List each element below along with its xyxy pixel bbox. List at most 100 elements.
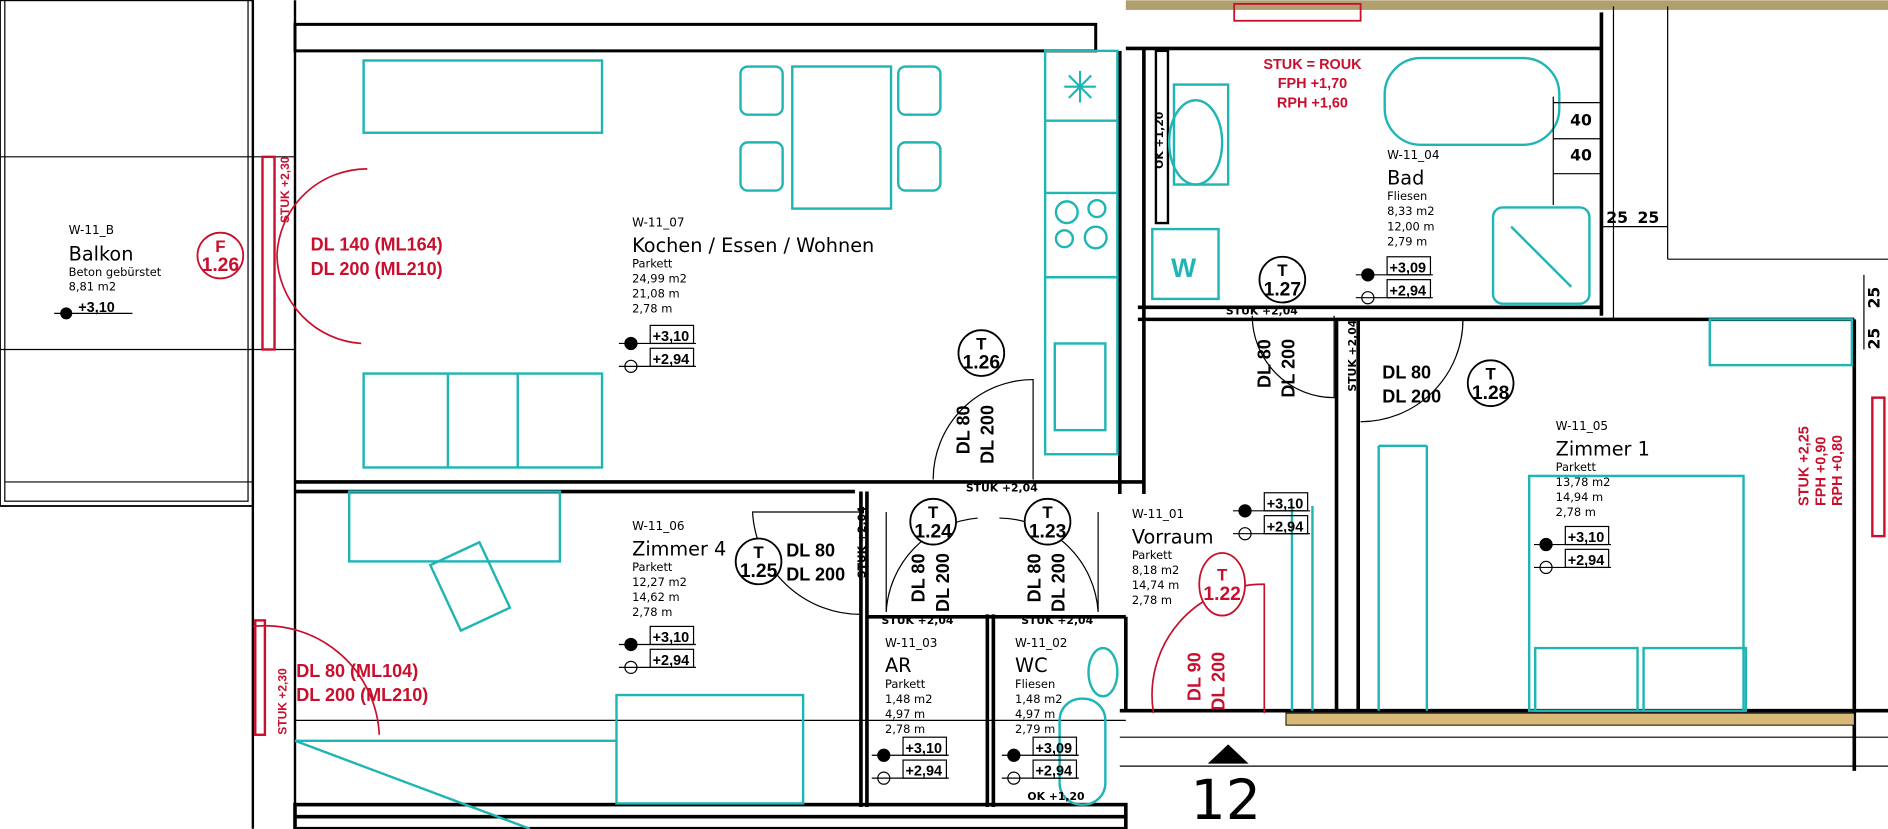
washing-machine bbox=[1151, 227, 1220, 301]
section-arrow-icon bbox=[1207, 744, 1249, 764]
room-id: W-11_07 bbox=[632, 216, 684, 230]
plan-label: DL 200 bbox=[977, 405, 997, 464]
plan-label: Beton gebürstet bbox=[69, 265, 162, 279]
plan-label: DL 80 bbox=[1024, 554, 1044, 603]
plan-label: 12 bbox=[1191, 769, 1261, 829]
level-value: +2,94 bbox=[1036, 764, 1073, 780]
door-swings bbox=[252, 168, 1464, 735]
window-zimmer4-height: DL 200 (ML210) bbox=[296, 685, 428, 705]
plan-label: DL 200 bbox=[1278, 339, 1298, 398]
plan-label: OK +1,20 bbox=[1153, 111, 1166, 169]
level-value: +2,94 bbox=[1568, 553, 1605, 569]
room-perimeter: 14,74 m bbox=[1132, 578, 1179, 592]
room-id: W-11_01 bbox=[1132, 507, 1184, 521]
room-area: 1,48 m2 bbox=[1015, 692, 1062, 706]
room-name: Zimmer 4 bbox=[632, 537, 726, 560]
plan-label: STUK +2,04 bbox=[1346, 319, 1359, 391]
stuk-labels: STUK +2,04 STUK +2,04 STUK +2,04 STUK +2… bbox=[856, 111, 1359, 803]
plan-label: DL 200 bbox=[786, 565, 845, 585]
room-height: 2,78 m bbox=[632, 302, 672, 316]
plan-label: STUK +2,04 bbox=[1226, 305, 1298, 318]
room-floor: Fliesen bbox=[1015, 677, 1055, 691]
room-id: W-11_06 bbox=[632, 519, 684, 533]
room-perimeter: 4,97 m bbox=[885, 707, 925, 721]
plan-label: 25 bbox=[1606, 208, 1628, 227]
insulation-strip bbox=[1285, 712, 1855, 726]
room-perimeter: 14,62 m bbox=[632, 590, 679, 604]
plan-label: 8,81 m2 bbox=[69, 279, 116, 293]
plan-label: STUK +2,04 bbox=[856, 506, 869, 578]
balcony bbox=[0, 0, 295, 507]
room-floor: Parkett bbox=[885, 677, 926, 691]
extractor-icon: ✳ bbox=[1062, 64, 1098, 114]
bathtub bbox=[1383, 56, 1561, 146]
level-value: +2,94 bbox=[1390, 283, 1427, 299]
room-name: Zimmer 1 bbox=[1556, 437, 1650, 460]
plan-label: FPH +1,70 bbox=[1278, 76, 1347, 92]
level-value: +3,10 bbox=[1568, 530, 1605, 546]
room-label-balkon: W-11_B Balkon Beton gebürstet 8,81 m2 +3… bbox=[54, 223, 162, 320]
room-floor: Fliesen bbox=[1387, 189, 1427, 203]
plan-label: F bbox=[215, 237, 225, 256]
plan-label: DL 200 bbox=[1209, 652, 1229, 711]
furniture: ✳ W bbox=[294, 49, 1854, 829]
plan-label: 25 bbox=[1865, 328, 1884, 350]
plan-label: +3,10 bbox=[78, 300, 115, 316]
plan-label: W-11_B bbox=[69, 223, 114, 237]
level-value: +3,09 bbox=[1036, 741, 1073, 757]
room-name: Kochen / Essen / Wohnen bbox=[632, 234, 874, 257]
plan-label: STUK +2,30 bbox=[276, 668, 290, 735]
plan-label: T bbox=[753, 543, 764, 562]
plan-label: DL 80 bbox=[786, 541, 835, 561]
room-height: 2,79 m bbox=[1387, 234, 1427, 248]
room-area: 8,18 m2 bbox=[1132, 563, 1179, 577]
plan-label: 1.26 bbox=[963, 353, 1001, 374]
plan-label: DL 90 bbox=[1184, 652, 1204, 701]
level-value: +2,94 bbox=[653, 653, 690, 669]
section-marker: 12 bbox=[1191, 744, 1261, 829]
room-name: AR bbox=[885, 654, 912, 677]
room-name: Bad bbox=[1387, 167, 1424, 190]
plan-label: T bbox=[976, 334, 987, 353]
plan-label: 1.22 bbox=[1203, 584, 1240, 605]
plan-label: T bbox=[928, 503, 939, 522]
level-value: +2,94 bbox=[905, 764, 942, 780]
washing-machine-label: W bbox=[1171, 253, 1196, 283]
level-value: +3,09 bbox=[1390, 260, 1427, 276]
plan-label: STUK +2,25 bbox=[1797, 426, 1813, 506]
shower bbox=[1491, 206, 1591, 305]
plan-label: RPH +1,60 bbox=[1277, 95, 1348, 111]
room-height: 2,78 m bbox=[632, 605, 672, 619]
plan-label: T bbox=[1486, 365, 1497, 384]
window-zimmer4 bbox=[254, 619, 267, 736]
room-height: 2,78 m bbox=[885, 722, 925, 736]
window-bad bbox=[1233, 3, 1362, 22]
plan-label: T bbox=[1042, 503, 1053, 522]
plan-label: DL 200 bbox=[1048, 553, 1068, 612]
room-id: W-11_05 bbox=[1556, 419, 1608, 433]
plan-label: STUK +2,30 bbox=[278, 156, 292, 223]
level-value: +3,10 bbox=[653, 329, 690, 345]
level-value: +3,10 bbox=[1267, 496, 1304, 512]
room-name: WC bbox=[1015, 654, 1047, 677]
plan-label: 1.27 bbox=[1264, 279, 1301, 300]
plan-label: T bbox=[1277, 261, 1288, 280]
plan-label: DL 80 bbox=[909, 554, 929, 603]
plan-label: Balkon bbox=[69, 242, 134, 265]
plan-label: STUK +2,04 bbox=[966, 482, 1038, 495]
plan-label: 1.24 bbox=[914, 521, 952, 542]
plan-label: T bbox=[1217, 566, 1228, 585]
room-floor: Parkett bbox=[1132, 548, 1173, 562]
plan-label: DL 80 bbox=[1382, 362, 1431, 382]
plan-label: 1.28 bbox=[1472, 383, 1510, 404]
